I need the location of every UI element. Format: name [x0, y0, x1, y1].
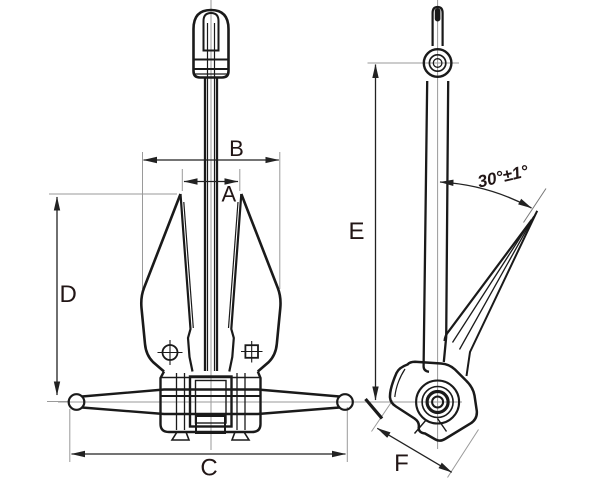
- stock: [67, 388, 354, 416]
- ext-fluke-angle: [523, 188, 547, 223]
- dimension-line-f: [376, 427, 453, 473]
- label-a: A: [221, 182, 236, 207]
- label-fluke-angle: 30°±1°: [476, 161, 530, 191]
- stock-ball-right: [336, 393, 354, 411]
- dimension-lines: [53, 64, 532, 473]
- label-b: B: [229, 136, 244, 161]
- rear-fluke-tip: [364, 397, 384, 420]
- dimension-labels: B A D C E F 30°±1°: [60, 136, 531, 480]
- centerlines-and-extensions: [47, 0, 547, 478]
- fluke-right: [227, 193, 282, 373]
- ext-f-left: [371, 400, 393, 432]
- shackle: [192, 8, 230, 79]
- label-d: D: [60, 281, 77, 308]
- label-e: E: [348, 218, 364, 245]
- side-view: [364, 5, 539, 442]
- fluke-left: [139, 193, 194, 373]
- angle-arc: [439, 179, 532, 209]
- crown-front: [159, 370, 262, 441]
- fluke-side: [443, 210, 539, 377]
- hole-left: [157, 340, 183, 365]
- crown-side: [364, 360, 479, 442]
- ext-f-right: [447, 429, 479, 478]
- label-c: C: [200, 455, 217, 480]
- stock-ball-left: [67, 393, 86, 411]
- pin-slot: [434, 8, 441, 22]
- front-view: [67, 8, 354, 441]
- shank-front: [203, 23, 219, 371]
- shank-side: [422, 80, 450, 373]
- label-f: F: [394, 450, 409, 477]
- shank-eye: [422, 5, 453, 79]
- hole-right: [241, 341, 263, 363]
